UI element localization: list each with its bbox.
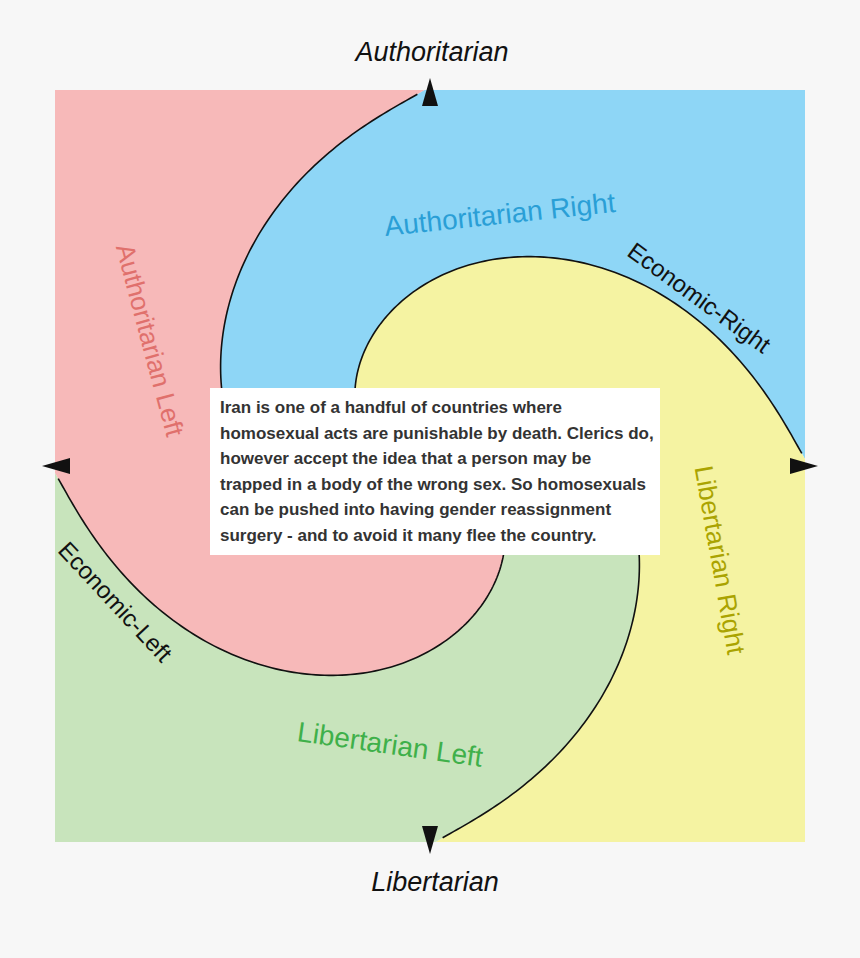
axis-label: Libertarian [371, 869, 499, 896]
caption-box: Iran is one of a handful of countries wh… [210, 388, 660, 555]
arrow-head [790, 458, 818, 474]
arrow-head [422, 78, 438, 106]
arrow-head [422, 826, 438, 854]
axis-label: Authoritarian [355, 39, 508, 66]
caption-text: Iran is one of a handful of countries wh… [220, 395, 656, 548]
arrow-head [42, 458, 70, 474]
authoritarian-left-region [55, 90, 505, 675]
